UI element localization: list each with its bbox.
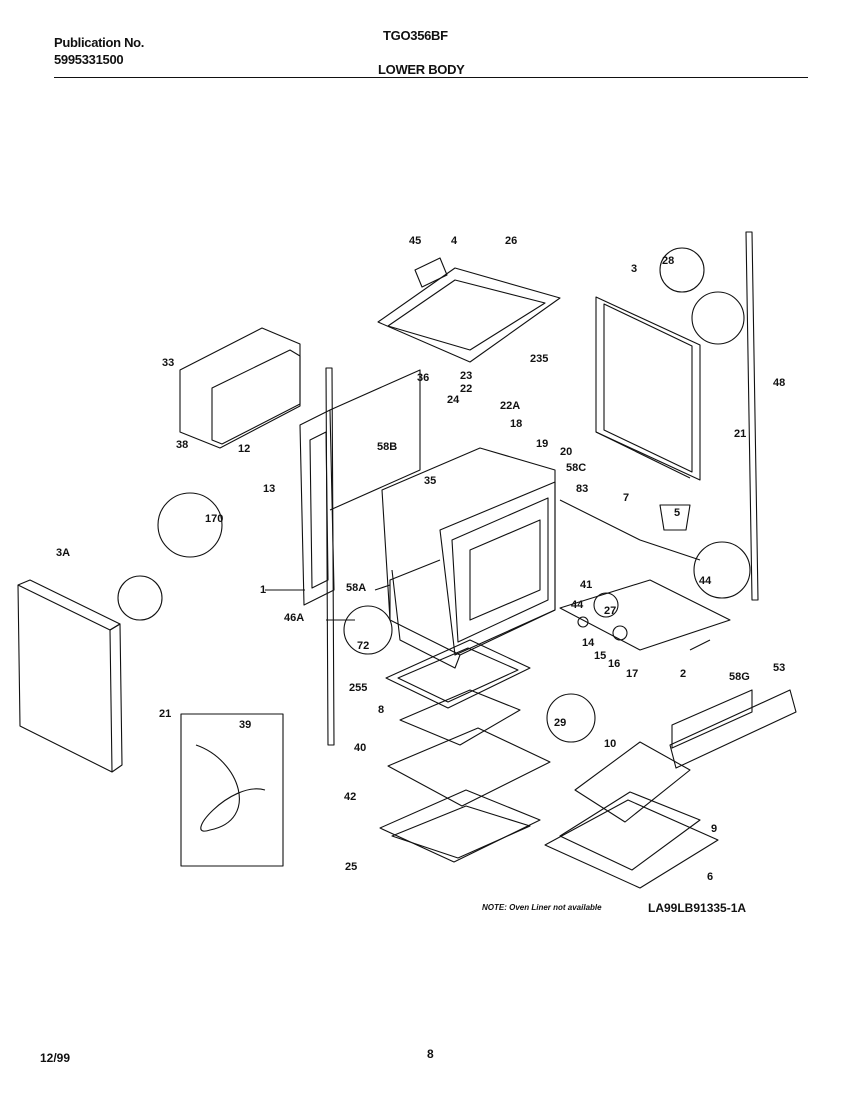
callout-label: 29 [554, 717, 566, 729]
callout-label: 38 [176, 439, 188, 451]
callout-label: 2 [680, 668, 686, 680]
power-cord-box [180, 713, 284, 867]
publication-label: Publication No. [54, 35, 145, 50]
detail-circle [157, 492, 223, 558]
callout-labels: 45 4 26 28 3 48 33 36 23 22 24 22A 18 23… [56, 235, 785, 883]
callout-label: 7 [623, 492, 629, 504]
callout-label: 45 [409, 235, 421, 247]
rod-part-left [325, 367, 335, 746]
callout-label: 255 [349, 682, 367, 694]
detail-circle [693, 541, 751, 599]
publication-number: 5995331500 [54, 52, 124, 67]
callout-label: 14 [582, 637, 595, 649]
detail-circle [343, 605, 393, 655]
callout-label: 21 [734, 428, 746, 440]
callout-label: 53 [773, 662, 785, 674]
callout-label: 23 [460, 370, 472, 382]
callout-label: 170 [205, 513, 223, 525]
callout-label: 18 [510, 418, 522, 430]
oven-body-part [381, 447, 556, 656]
callout-label: 4 [451, 235, 458, 247]
callout-label: 33 [162, 357, 174, 369]
callout-label: 5 [674, 507, 680, 519]
callout-label: 25 [345, 861, 357, 873]
callout-label: 22 [460, 383, 472, 395]
drawing-reference: LA99LB91335-1A [648, 901, 747, 915]
callout-label: 16 [608, 658, 620, 670]
rod-part [745, 231, 759, 601]
top-panel-part [377, 267, 561, 363]
callout-label: 26 [505, 235, 517, 247]
callout-label: 8 [378, 704, 384, 716]
side-panel-part [179, 327, 301, 449]
callout-label: 3A [56, 547, 70, 559]
callout-label: 40 [354, 742, 366, 754]
callout-label: 83 [576, 483, 588, 495]
callout-label: 6 [707, 871, 713, 883]
bracket-part [414, 257, 448, 288]
callout-label: 46A [284, 612, 304, 624]
callout-label: 44 [699, 575, 712, 587]
broil-pan-part [574, 741, 691, 823]
rear-panel-part [595, 296, 701, 481]
callout-label: 12 [238, 443, 250, 455]
footer-date: 12/99 [40, 1051, 71, 1065]
callout-label: 9 [711, 823, 717, 835]
callout-label: 58B [377, 441, 397, 453]
callout-label: 10 [604, 738, 616, 750]
callout-label: 235 [530, 353, 548, 365]
callout-label: 39 [239, 719, 251, 731]
callout-label: 13 [263, 483, 275, 495]
broiler-drawer-part [385, 639, 531, 709]
callout-label: 48 [773, 377, 785, 389]
callout-label: 41 [580, 579, 592, 591]
callout-label: 17 [626, 668, 638, 680]
header-rule [54, 77, 808, 78]
callout-label: 21 [159, 708, 171, 720]
detail-circle [546, 693, 596, 743]
callout-label: 42 [344, 791, 356, 803]
detail-circle [117, 575, 163, 621]
oven-liner-note: NOTE: Oven Liner not available [482, 903, 602, 912]
section-title: LOWER BODY [378, 62, 465, 77]
callout-label: 22A [500, 400, 520, 412]
callout-label: 72 [357, 640, 369, 652]
callout-label: 19 [536, 438, 548, 450]
callout-label: 1 [260, 584, 266, 596]
callout-label: 58A [346, 582, 366, 594]
callout-label: 27 [604, 605, 616, 617]
callout-label: 44 [571, 599, 584, 611]
callout-label: 58G [729, 671, 750, 683]
callout-label: 20 [560, 446, 572, 458]
lower-panel-part [399, 689, 521, 746]
callout-label: 3 [631, 263, 637, 275]
callout-label: 36 [417, 372, 429, 384]
model-number: TGO356BF [383, 28, 448, 43]
page-number: 8 [427, 1047, 434, 1061]
callout-label: 15 [594, 650, 606, 662]
detail-circle [691, 291, 745, 345]
detail-circle [659, 247, 705, 293]
callout-label: 35 [424, 475, 436, 487]
callout-label: 28 [662, 255, 674, 267]
callout-label: 24 [447, 394, 460, 406]
callout-label: 58C [566, 462, 586, 474]
